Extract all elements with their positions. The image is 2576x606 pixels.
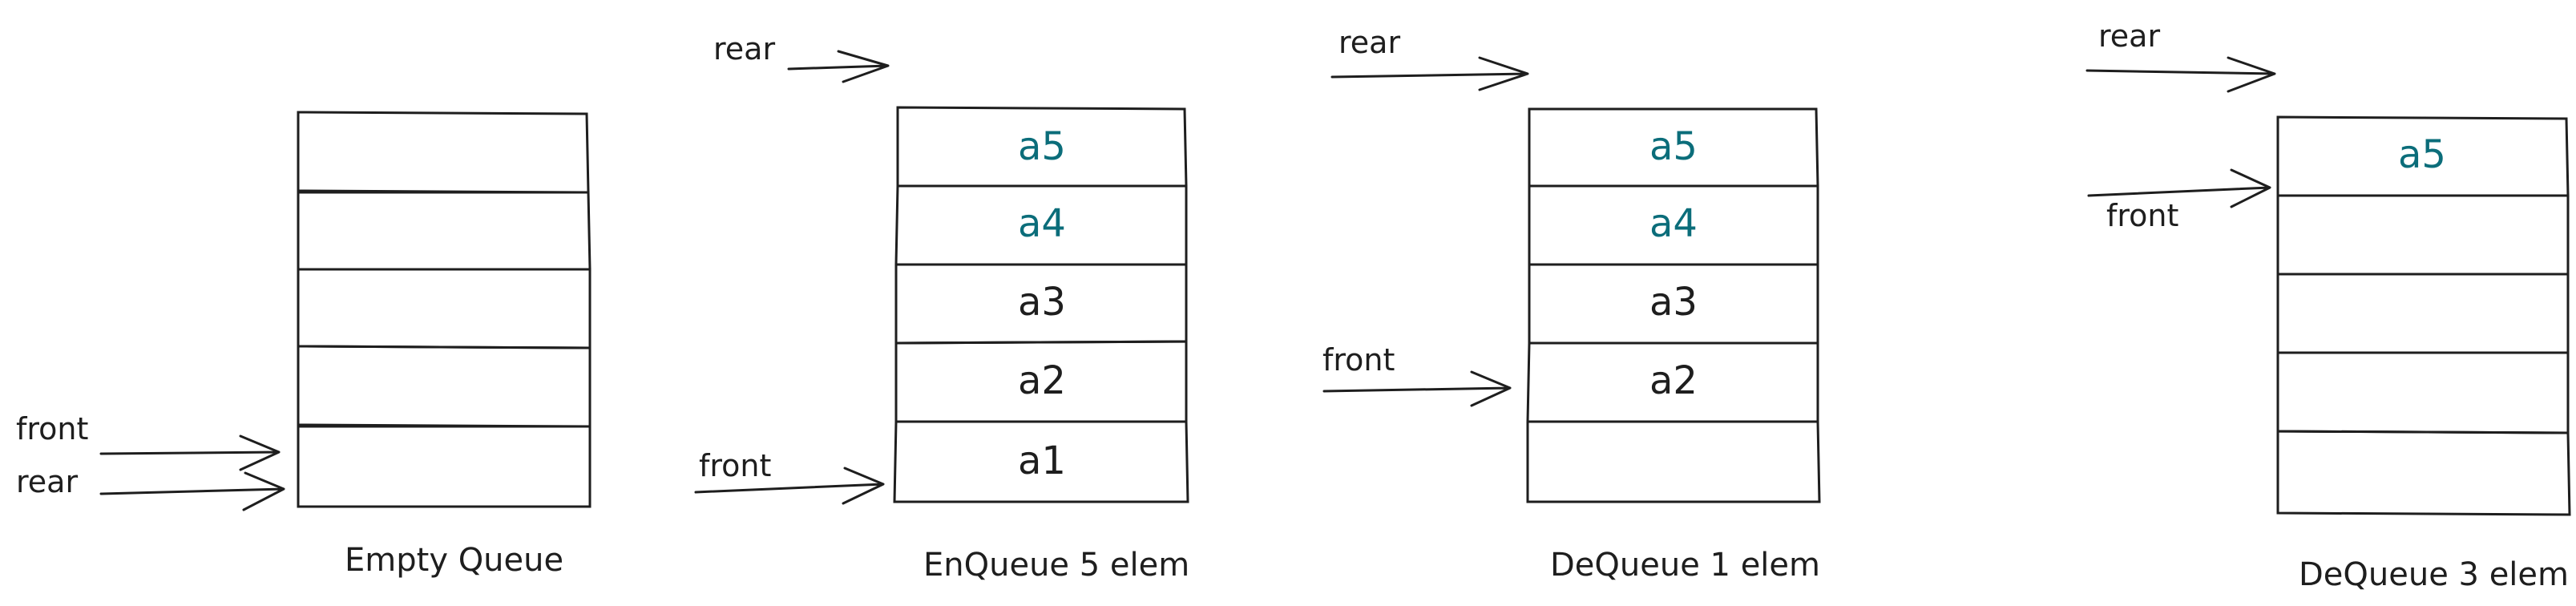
queue-cell (297, 268, 592, 349)
cell-value: a1 (1018, 438, 1066, 483)
panel-caption: Empty Queue (345, 542, 563, 579)
panel-caption: DeQueue 1 elem (1550, 547, 1820, 584)
queue-cell (2276, 351, 2570, 434)
panel-caption: DeQueue 3 elem (2299, 556, 2569, 593)
queue-cell: a1 (893, 420, 1189, 503)
queue-cell: a4 (1528, 184, 1819, 266)
queue-cell (297, 425, 592, 508)
front-arrow (2087, 168, 2271, 208)
rear-arrow (99, 471, 285, 511)
cell-value: a4 (1649, 201, 1698, 246)
cell-value: a4 (1018, 201, 1066, 246)
front-label: front (699, 448, 771, 483)
queue-cell: a2 (894, 340, 1188, 423)
front-pointer: front (1322, 342, 1512, 407)
rear-label: rear (2098, 18, 2160, 54)
front-arrow (1322, 370, 1512, 407)
rear-arrow (2085, 56, 2276, 93)
cell-value: a5 (2398, 132, 2446, 177)
rear-label: rear (1338, 25, 1400, 60)
queue-cell (2276, 194, 2570, 276)
queue-cell (297, 345, 592, 428)
rear-label: rear (16, 464, 78, 499)
rear-arrow (1330, 56, 1529, 91)
front-arrow (694, 467, 885, 505)
queue-stack: a5 a4 a3 a2 a1 (893, 106, 1189, 503)
front-pointer: front (694, 448, 885, 505)
cell-value: a5 (1018, 124, 1066, 169)
rear-arrow (787, 50, 890, 83)
panel-dequeue-3: a5 rear front (2085, 18, 2571, 593)
queue-cell: a5 (896, 106, 1188, 188)
cell-value: a2 (1018, 358, 1066, 403)
panel-caption: EnQueue 5 elem (923, 547, 1189, 584)
queue-cell: a3 (1528, 263, 1819, 345)
queue-cell (297, 111, 590, 194)
front-label: front (16, 411, 88, 446)
rear-pointer: rear (16, 464, 285, 511)
cell-value: a3 (1649, 280, 1698, 325)
front-label: front (1322, 342, 1395, 378)
cell-value: a5 (1649, 124, 1698, 169)
rear-pointer: rear (2085, 18, 2276, 93)
front-arrow (99, 434, 281, 471)
queue-cell: a5 (1528, 107, 1819, 188)
rear-pointer: rear (1330, 25, 1529, 91)
queue-stack: a5 a4 a3 a2 (1526, 107, 1821, 503)
front-pointer: front (2087, 168, 2271, 233)
queue-cell: a2 (1526, 341, 1819, 423)
queue-stack (297, 111, 592, 508)
queue-cell (2276, 430, 2571, 516)
queue-cell: a5 (2276, 115, 2570, 197)
queue-cell (2276, 273, 2570, 354)
front-pointer: front (16, 411, 281, 471)
panel-dequeue-1: a5 a4 a3 a2 rear front (1322, 25, 1821, 584)
queue-stack: a5 (2276, 115, 2571, 516)
rear-pointer: rear (713, 31, 890, 83)
queue-cell (1526, 420, 1821, 503)
queue-cell: a3 (894, 263, 1188, 345)
cell-value: a2 (1649, 358, 1698, 403)
queue-cell: a4 (894, 184, 1188, 266)
front-label: front (2106, 198, 2178, 233)
panel-empty-queue: front rear Empty Queue (16, 111, 592, 579)
panel-enqueue-5: a5 a4 a3 a2 a1 rear front (694, 31, 1189, 584)
cell-value: a3 (1018, 280, 1066, 325)
queue-cell (297, 191, 592, 271)
rear-label: rear (713, 31, 775, 67)
